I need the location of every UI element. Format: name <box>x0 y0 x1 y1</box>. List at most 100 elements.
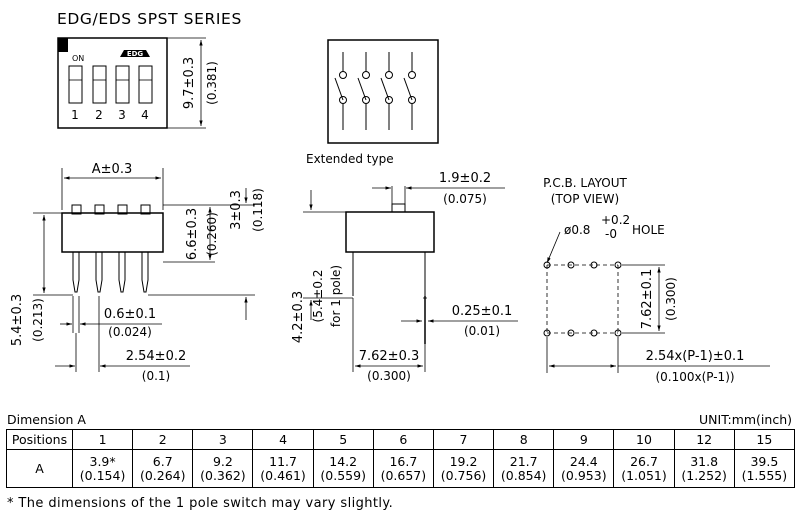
position-cell: 8 <box>493 429 555 450</box>
width-dimension: A±0.3 <box>92 162 132 177</box>
table-title: Dimension A <box>7 412 86 427</box>
extended-actuator <box>391 203 406 213</box>
dimension-cell: 11.7(0.461) <box>252 449 314 488</box>
position-cell: 12 <box>673 429 735 450</box>
position-cell: 7 <box>432 429 495 450</box>
dimension-cell: 6.7(0.264) <box>132 449 194 488</box>
dimension-mm: 16.7 <box>389 453 418 469</box>
dimension-mm: 26.7 <box>630 453 658 469</box>
positions-header: Positions <box>6 429 73 450</box>
extended-type-label: Extended type <box>306 152 394 166</box>
dimension-inch: (0.854) <box>500 467 547 483</box>
dimension-mm: 19.2 <box>449 453 478 469</box>
dimension-cell: 16.7(0.657) <box>372 449 434 488</box>
actuator-3 <box>115 65 130 104</box>
end-view: Extended type 1.9±0.2 (0.075) 4.2±0.3 (5… <box>291 152 518 383</box>
pin-width-dimension: 0.6±0.1 <box>104 307 156 322</box>
switch-body-outline <box>57 37 168 129</box>
pcb-row-spacing-inch: (0.300) <box>664 277 678 321</box>
pin-width-inch: (0.024) <box>108 325 152 339</box>
dimension-cell: 19.2(0.756) <box>432 449 495 488</box>
switch-schematic <box>327 39 439 144</box>
hole-tol-plus: +0.2 <box>601 213 630 227</box>
dimension-mm: 6.7 <box>152 453 173 469</box>
dimension-mm: 11.7 <box>269 453 297 469</box>
pcb-row-spacing: 7.62±0.1 <box>640 269 655 330</box>
hole-word: HOLE <box>632 223 665 237</box>
body-height-dimension: 6.6±0.3 <box>185 208 200 260</box>
pin-length-dimension: 5.4±0.3 <box>10 294 25 346</box>
dimension-inch: (0.154) <box>79 467 126 483</box>
position-number: 1 <box>71 108 79 122</box>
pitch-inch: (0.1) <box>142 369 170 383</box>
dimension-table: Positions 1 2 3 4 5 6 7 8 9 10 12 15 A 3… <box>6 429 796 488</box>
end-body <box>345 211 435 253</box>
dimension-mm: 24.4 <box>569 453 598 469</box>
dimension-mm: 31.8 <box>690 453 719 469</box>
dimension-a-header: A <box>6 449 73 488</box>
position-cell: 3 <box>192 429 254 450</box>
footnote: * The dimensions of the 1 pole switch ma… <box>7 496 394 511</box>
pcb-pitch-formula: 2.54x(P-1)±0.1 <box>646 349 745 364</box>
side-view: A±0.3 6.6±0.3 (0.260) 3±0.3 (0.118) <box>10 162 265 383</box>
pitch-dimension: 2.54±0.2 <box>126 349 187 364</box>
side-pins <box>72 252 149 293</box>
pcb-title: P.C.B. LAYOUT <box>543 176 627 190</box>
drawing-title: EDG/EDS SPST SERIES <box>57 10 242 28</box>
dimension-cell: 39.5(1.555) <box>733 449 796 488</box>
pcb-pitch-formula-inch: (0.100x(P-1)) <box>655 370 734 384</box>
schematic-frame <box>327 39 439 144</box>
hole-diameter: ø0.8 <box>564 223 590 237</box>
dimension-a-row: A 3.9*(0.154) 6.7(0.264) 9.2(0.362) 11.7… <box>6 449 796 488</box>
pcb-subtitle: (TOP VIEW) <box>551 192 619 206</box>
technical-drawing: EDG/EDS SPST SERIES ON EDG 1 2 3 4 9.7±0… <box>10 10 770 384</box>
dimension-inch: (1.252) <box>681 467 727 483</box>
dimension-cell: 26.7(1.051) <box>613 449 675 488</box>
dimension-cell: 24.4(0.953) <box>553 449 615 488</box>
height-dimension-inch: (0.381) <box>205 61 219 105</box>
on-label: ON <box>72 54 84 63</box>
position-number: 3 <box>118 108 126 122</box>
dimension-mm: 39.5 <box>750 453 779 469</box>
dimension-inch: (1.555) <box>741 467 788 483</box>
position-number: 4 <box>141 108 149 122</box>
logo-text: EDG <box>127 50 144 58</box>
unit-label: UNIT:mm(inch) <box>699 412 792 427</box>
actuator-4 <box>138 65 153 104</box>
position-cell: 6 <box>372 429 434 450</box>
end-pin-length-alt-note: for 1 pole) <box>329 265 343 327</box>
position-cell: 2 <box>132 429 194 450</box>
actuator-1 <box>68 65 83 104</box>
dimension-cell: 9.2(0.362) <box>192 449 254 488</box>
dimension-inch: (0.953) <box>561 467 607 483</box>
dimension-cell: 3.9*(0.154) <box>71 449 134 488</box>
dimension-mm: 21.7 <box>509 453 538 469</box>
actuator-2 <box>92 65 107 104</box>
position-cell: 5 <box>312 429 374 450</box>
dimension-cell: 21.7(0.854) <box>493 449 555 488</box>
pcb-holes <box>543 261 622 337</box>
position-cell: 9 <box>553 429 615 450</box>
dimension-mm: 9.2 <box>212 453 233 469</box>
hole-tol-minus: -0 <box>605 227 617 241</box>
end-pin-length: 4.2±0.3 <box>291 291 306 343</box>
pin-thickness-inch: (0.01) <box>464 324 500 338</box>
actuator-slots <box>68 65 153 104</box>
switch-top-view: ON EDG 1 2 3 4 9.7±0.3 (0.381) <box>57 37 219 129</box>
top-height-dimension: 3±0.3 <box>229 190 244 230</box>
position-cell: 1 <box>71 429 134 450</box>
pin-thickness-dimension: 0.25±0.1 <box>452 304 513 319</box>
side-body <box>61 212 164 253</box>
brand-logo: EDG <box>120 50 150 58</box>
row-spacing-inch: (0.300) <box>367 369 411 383</box>
dimension-inch: (0.264) <box>139 467 186 483</box>
dimension-inch: (0.559) <box>320 467 366 483</box>
dimension-inch: (0.657) <box>380 467 427 483</box>
end-pin-length-alt: (5.4±0.2 <box>311 270 325 323</box>
body-height-inch: (0.260) <box>205 212 219 256</box>
height-dimension: 9.7±0.3 <box>182 57 197 109</box>
actuator-width-inch: (0.075) <box>443 192 487 206</box>
pin1-corner-mark <box>58 38 68 52</box>
pcb-layout: P.C.B. LAYOUT (TOP VIEW) ø0.8 +0.2 -0 HO… <box>543 176 770 384</box>
position-cell: 10 <box>613 429 675 450</box>
